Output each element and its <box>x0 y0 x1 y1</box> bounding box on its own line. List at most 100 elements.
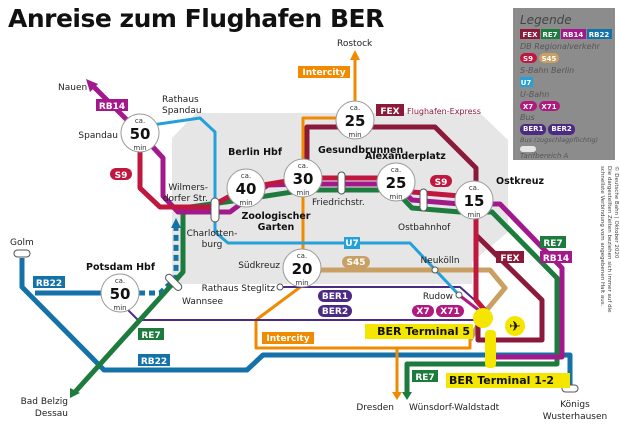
badge-rb14: RB14 <box>99 102 125 112</box>
label-wilmersdorfer: Wilmers- <box>168 183 208 193</box>
legend-badge-ber2: BER2 <box>548 124 575 135</box>
ber-terminal-5-marker <box>473 308 493 328</box>
label-golm: Golm <box>10 238 34 248</box>
credit-text: © Deutsche Bahn | Oktober 2020 Die darge… <box>598 166 619 313</box>
legend-lower: BER1 BER2 Bus (zugschlagpflichtig) Tarif… <box>520 124 614 161</box>
legend-title: Legende <box>520 13 572 27</box>
legend-badge-ber1: BER1 <box>520 124 547 135</box>
label-koenigs: Königs <box>560 400 590 410</box>
label-dessau: Dessau <box>35 409 68 419</box>
legend-badge-s9: S9 <box>523 55 533 63</box>
legend-label-bus-zuschlag: Bus (zugschlagpflichtig) <box>520 136 599 144</box>
badge-intercity-bottom: Intercity <box>266 334 309 344</box>
svg-text:min: min <box>295 279 308 287</box>
line-s9 <box>137 133 490 316</box>
label-potsdam: Potsdam Hbf <box>86 262 156 273</box>
legend-badge-x7: X7 <box>523 103 533 111</box>
fex-caption: Flughafen-Express <box>407 107 481 116</box>
label-zoo: Zoologischer <box>242 211 311 222</box>
credit-line-3: schnellste Verbindung vom angegebenen Ha… <box>599 166 605 307</box>
svg-text:ca.: ca. <box>350 104 360 112</box>
legend-label-bus: Bus <box>520 113 535 122</box>
svg-text:min: min <box>239 199 252 207</box>
label-spandau: Spandau <box>78 131 118 141</box>
stop-charlottenburg <box>210 197 220 223</box>
label-charlottenburg-2: burg <box>202 240 223 250</box>
svg-text:ca.: ca. <box>298 162 308 170</box>
label-alexanderplatz: Alexanderplatz <box>365 151 446 162</box>
stop-golm <box>13 249 31 258</box>
badge-fex: FEX <box>380 107 399 117</box>
label-dresden: Dresden <box>356 403 394 413</box>
legend-zone-swatch <box>520 146 536 152</box>
label-nauen: Nauen <box>58 83 87 93</box>
badge-s9: S9 <box>115 171 128 181</box>
svg-text:ca.: ca. <box>135 117 145 125</box>
svg-text:✈: ✈ <box>509 319 521 335</box>
arrow-dotted-icon <box>171 218 181 228</box>
stop-ostbahnhof <box>419 188 428 212</box>
ber-terminal-1-2-marker <box>485 330 496 368</box>
badge-ber1: BER1 <box>322 292 348 302</box>
label-hbf: Berlin Hbf <box>228 147 283 158</box>
svg-text:ca.: ca. <box>115 277 125 285</box>
badge-re7-right: RE7 <box>543 239 562 249</box>
legend-badge-rb22: RB22 <box>589 31 610 39</box>
label-ostkreuz: Ostkreuz <box>496 176 544 187</box>
svg-text:50: 50 <box>130 125 151 143</box>
label-rostock: Rostock <box>337 39 373 49</box>
label-rathaus-spandau-2: Spandau <box>162 106 202 116</box>
svg-text:30: 30 <box>293 170 314 188</box>
badge-rb14-right: RB14 <box>543 254 569 264</box>
line-badges: RB14 S9 FEX Flughafen-Express Intercity … <box>33 66 572 383</box>
svg-text:25: 25 <box>386 174 407 192</box>
label-wilmersdorfer-2: dorfer Str. <box>163 194 208 204</box>
stop-friedrichstr <box>337 171 346 195</box>
legend-badge-fex: FEX <box>523 31 539 39</box>
badge-s9-right: S9 <box>435 178 448 188</box>
badge-fex-right: FEX <box>500 254 519 264</box>
legend-label-db: DB Regionalverkehr <box>520 42 601 51</box>
badge-intercity-top: Intercity <box>302 68 345 78</box>
tarifbereich-a-zone <box>172 113 508 284</box>
stop-wannsee <box>165 273 183 291</box>
arrow-belzig-icon <box>70 388 80 398</box>
legend-label-ubahn: U-Bahn <box>520 90 549 99</box>
badge-re7-left: RE7 <box>141 331 160 341</box>
label-wuensdorf: Wünsdorf-Waldstadt <box>409 403 500 413</box>
label-ber-terminal-1-2: BER Terminal 1-2 <box>449 374 554 387</box>
arrow-dresden-icon <box>392 392 402 400</box>
label-zoo-2: Garten <box>258 222 295 233</box>
label-friedrichstr: Friedrichstr. <box>312 198 365 208</box>
label-suedkreuz: Südkreuz <box>238 261 280 271</box>
badge-rb22-bottom: RB22 <box>141 357 167 367</box>
svg-text:50: 50 <box>110 285 131 303</box>
legend-badge-u7: U7 <box>521 79 532 87</box>
svg-text:20: 20 <box>292 260 313 278</box>
label-rathaus-spandau: Rathaus <box>162 95 199 105</box>
arrow-nauen-icon <box>86 79 98 92</box>
stop-rudow <box>455 291 463 299</box>
label-neukoelln: Neukölln <box>420 256 459 266</box>
label-wannsee: Wannsee <box>182 297 223 307</box>
svg-text:ca.: ca. <box>241 172 251 180</box>
badge-u7: U7 <box>345 239 359 249</box>
legend-badge-x71: X71 <box>541 103 556 111</box>
svg-text:min: min <box>113 304 126 312</box>
badge-re7-bottom: RE7 <box>415 373 434 383</box>
arrow-wuensdorf-icon <box>402 392 412 400</box>
label-ostbahnhof: Ostbahnhof <box>398 223 451 233</box>
svg-text:min: min <box>133 144 146 152</box>
stop-neukoelln <box>431 266 439 274</box>
line-rb22 <box>19 258 573 388</box>
